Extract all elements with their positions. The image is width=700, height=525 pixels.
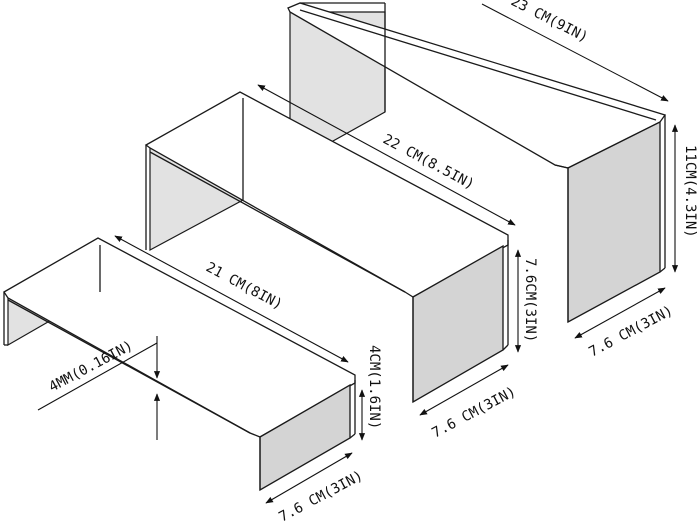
medium-depth-label: 7.6 CM(3IN) — [429, 384, 518, 442]
small-height-label: 4CM(1.6IN) — [366, 345, 382, 429]
medium-depth-dimension — [419, 364, 509, 416]
small-depth-dimension — [265, 452, 353, 504]
thickness-label: 4MM(0.16IN) — [46, 338, 135, 396]
large-length-dimension — [481, 3, 669, 102]
small-length-dimension — [114, 235, 349, 363]
medium-length-dimension — [257, 84, 516, 226]
large-depth-label: 7.6 CM(3IN) — [586, 303, 675, 361]
small-depth-label: 7.6 CM(3IN) — [276, 468, 365, 525]
large-height-label: 11CM(4.3IN) — [682, 145, 698, 238]
large-depth-dimension — [574, 287, 666, 339]
thickness-leader — [37, 342, 158, 411]
small-riser — [3, 237, 356, 492]
medium-height-label: 7.6CM(3IN) — [522, 258, 538, 342]
